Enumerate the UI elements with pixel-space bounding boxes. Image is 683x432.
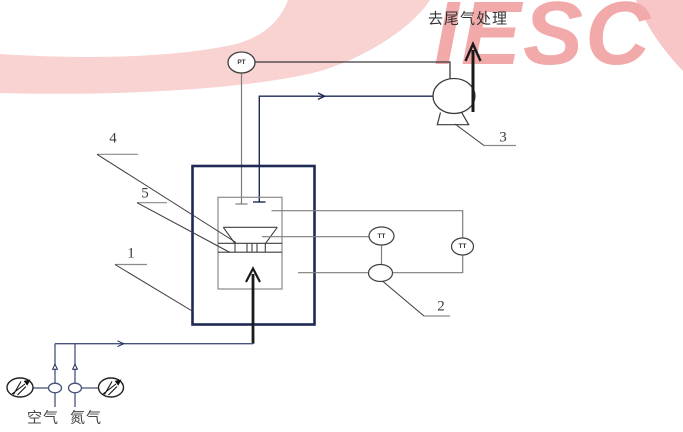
callout-2: 2 [437, 298, 445, 315]
flow-arrowhead-outlet [317, 92, 327, 101]
tt-right-bubble [450, 237, 475, 256]
watermark-corner [636, 0, 683, 71]
pt-bubble [227, 51, 256, 74]
vessel-to-tt-right-line [271, 210, 464, 238]
watermark-band [0, 0, 430, 94]
pump-stand [436, 111, 470, 126]
leader-4 [96, 153, 237, 243]
junction-bubble [367, 263, 394, 283]
callout-5: 5 [141, 185, 149, 202]
watermark-swoosh: IESC [0, 0, 683, 94]
pump-symbol [432, 77, 476, 126]
tt-right-label: TT [458, 242, 467, 250]
leader-2 [382, 281, 425, 317]
callout-3: 3 [499, 129, 507, 146]
inlet-arrow [245, 266, 261, 344]
callout-4: 4 [109, 130, 117, 147]
fan-arrow-icon [102, 379, 122, 396]
callout-underlines [97, 144, 516, 317]
check-marker-air [51, 363, 59, 370]
callout-1: 1 [127, 245, 135, 262]
watermark-text: IESC [434, 0, 652, 84]
air-source-symbol [6, 377, 34, 398]
nitrogen-valve [67, 382, 83, 394]
distributor-cone [222, 226, 278, 244]
inlet-piping [33, 343, 253, 407]
pt-label: PT [237, 58, 246, 66]
flow-arrowhead-header [117, 340, 125, 348]
exhaust-arrow [464, 41, 482, 112]
tt-upper-label: TT [377, 232, 386, 240]
air-valve [47, 382, 63, 394]
nitrogen-inlet-label: 氮气 [69, 410, 103, 427]
pt-to-pump-line [255, 61, 451, 79]
check-marker-nitrogen [71, 363, 79, 370]
callout-pointers [96, 123, 485, 317]
junction-to-tt-right-line [392, 255, 464, 274]
flow-markers [51, 340, 125, 370]
exhaust-label: 去尾气处理 [427, 11, 509, 28]
leader-3 [454, 123, 485, 146]
pt-sensing-tube [235, 73, 248, 205]
leader-5 [136, 202, 231, 253]
callout-leaders [96, 123, 516, 317]
nitrogen-source-symbol [97, 377, 125, 398]
tt-upper-bubble [368, 226, 395, 246]
outlet-pipe [253, 92, 433, 203]
fan-arrow-icon [11, 379, 31, 396]
instrument-lines [262, 210, 464, 274]
air-inlet-label: 空气 [26, 410, 60, 427]
leader-1 [114, 264, 194, 312]
